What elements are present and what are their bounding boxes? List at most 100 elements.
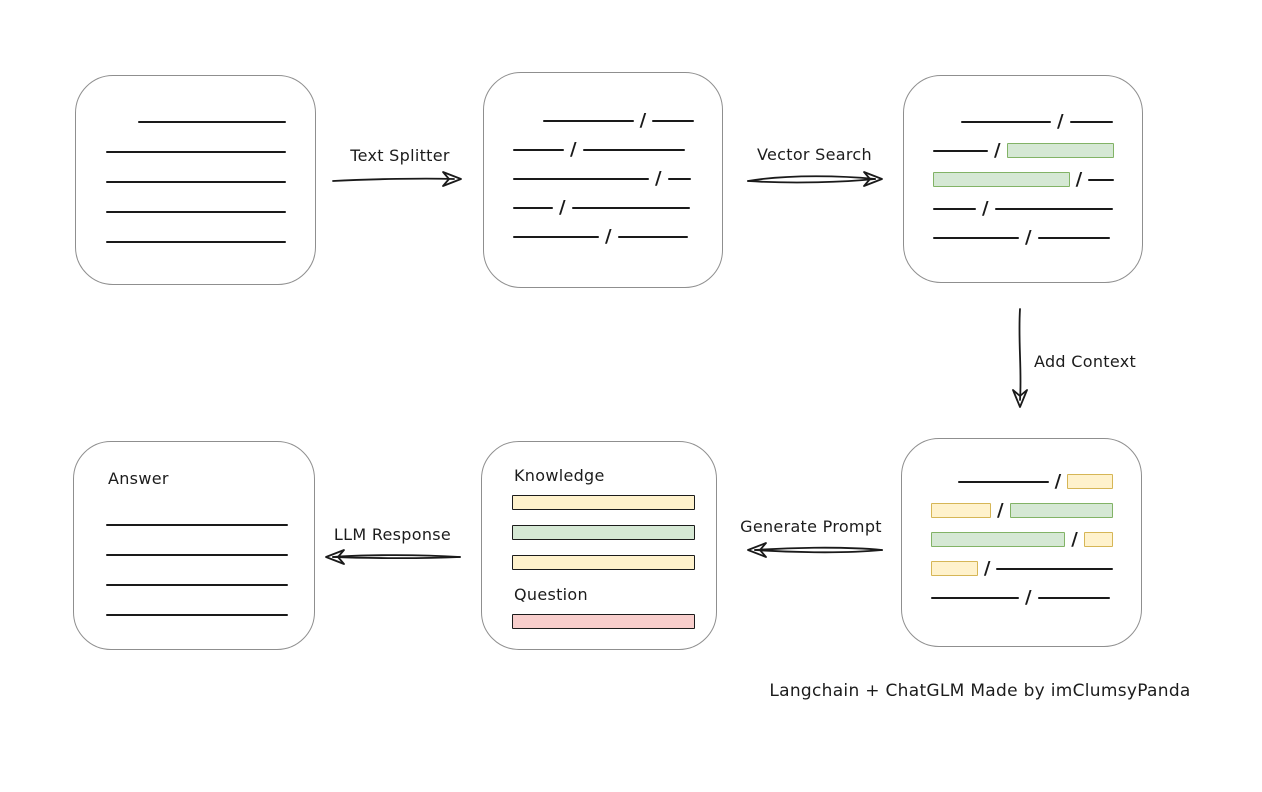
slash-separator: / <box>1025 227 1032 248</box>
text-line <box>958 481 1049 483</box>
chunk-row <box>106 533 288 563</box>
question-label: Question <box>514 585 588 604</box>
context-chunk-rows: / / / / / <box>931 461 1114 608</box>
text-line <box>513 149 564 151</box>
text-line <box>513 178 649 180</box>
text-line <box>542 120 634 122</box>
green-highlight-bar <box>931 532 1066 547</box>
green-highlight-bar <box>1009 503 1113 518</box>
text-line <box>106 151 286 153</box>
add-context-label: Add Context <box>1034 352 1137 371</box>
knowledge-bars <box>512 495 696 570</box>
yellow-highlight-bar <box>931 561 978 576</box>
chunk-row: / <box>933 159 1114 190</box>
chunk-row: / <box>513 158 694 189</box>
text-line <box>106 554 288 556</box>
text-line <box>652 120 694 122</box>
chunk-row: / <box>931 461 1114 492</box>
text-line <box>571 207 690 209</box>
generate-prompt-arrow <box>747 542 883 558</box>
matched-chunk-rows: / / / / / <box>933 101 1114 248</box>
chunk-row: / <box>933 217 1114 248</box>
green-bar <box>512 525 695 540</box>
slash-separator: / <box>559 197 566 218</box>
text-line <box>106 524 288 526</box>
answer-label: Answer <box>108 469 169 488</box>
llm-response-arrow <box>325 549 461 565</box>
red-bar <box>512 614 695 629</box>
chunk-row: / <box>933 130 1114 161</box>
diagram-caption: Langchain + ChatGLM Made by imClumsyPand… <box>769 681 1191 701</box>
chunk-row <box>106 220 287 250</box>
text-line <box>106 241 286 243</box>
split-chunks-box: ///// <box>483 72 723 288</box>
chunk-row: / <box>931 519 1113 550</box>
yellow-bar <box>512 495 695 510</box>
slash-separator: / <box>655 168 662 189</box>
answer-box: Answer <box>73 441 315 650</box>
text-splitter-arrow <box>332 171 462 187</box>
slash-separator: / <box>994 140 1001 161</box>
vector-search-arrow <box>747 171 883 187</box>
chunk-row: / <box>513 216 694 247</box>
text-line <box>138 121 286 123</box>
text-line <box>582 149 685 151</box>
text-line <box>1069 121 1113 123</box>
slash-separator: / <box>605 226 612 247</box>
answer-lines <box>106 503 288 623</box>
context-chunks-box: / / / / / <box>901 438 1142 647</box>
chunk-row <box>106 593 288 623</box>
prompt-box: Knowledge Question <box>481 441 717 650</box>
llm-response-label: LLM Response <box>333 525 452 544</box>
chunk-row: / <box>933 188 1114 219</box>
vector-search-label: Vector Search <box>757 145 872 164</box>
slash-separator: / <box>1025 587 1032 608</box>
text-line <box>996 568 1113 570</box>
knowledge-label: Knowledge <box>514 466 605 485</box>
yellow-highlight-bar <box>931 503 991 518</box>
generate-prompt-label: Generate Prompt <box>740 517 882 536</box>
text-line <box>1088 179 1114 181</box>
chunk-row: / <box>513 100 694 131</box>
text-line <box>513 207 553 209</box>
chunk-row: / <box>513 187 694 218</box>
text-line <box>617 236 688 238</box>
text-splitter-label: Text Splitter <box>350 146 450 165</box>
text-line <box>933 237 1019 239</box>
text-line <box>106 211 286 213</box>
text-line <box>933 150 988 152</box>
slash-separator: / <box>996 500 1004 521</box>
slash-separator: / <box>1071 529 1078 550</box>
text-line <box>106 181 286 183</box>
yellow-highlight-bar <box>1067 474 1114 489</box>
slash-separator: / <box>1075 169 1083 190</box>
text-line <box>513 236 599 238</box>
slash-separator: / <box>982 198 989 219</box>
chunk-row: / <box>931 577 1113 608</box>
chunk-row <box>106 130 287 160</box>
chunk-row: / <box>933 101 1114 132</box>
chunk-row: / <box>931 490 1113 521</box>
chunk-row: / <box>513 129 694 159</box>
text-line <box>933 208 976 210</box>
chunk-row <box>106 160 287 190</box>
slash-separator: / <box>1057 111 1064 132</box>
text-line <box>667 178 691 180</box>
document-lines <box>106 100 287 250</box>
text-line <box>106 584 288 586</box>
slash-separator: / <box>1054 471 1062 492</box>
green-highlight-bar <box>933 172 1070 187</box>
chunk-row <box>106 100 287 130</box>
slash-separator: / <box>983 558 991 579</box>
text-line <box>961 121 1051 123</box>
document-box <box>75 75 316 285</box>
chunk-row <box>106 190 287 220</box>
slash-separator: / <box>639 110 647 131</box>
text-line <box>1037 237 1110 239</box>
yellow-highlight-bar <box>1083 532 1113 547</box>
yellow-bar <box>512 555 695 570</box>
green-highlight-bar <box>1006 143 1114 158</box>
text-line <box>931 597 1019 599</box>
split-chunk-rows: ///// <box>513 100 694 247</box>
